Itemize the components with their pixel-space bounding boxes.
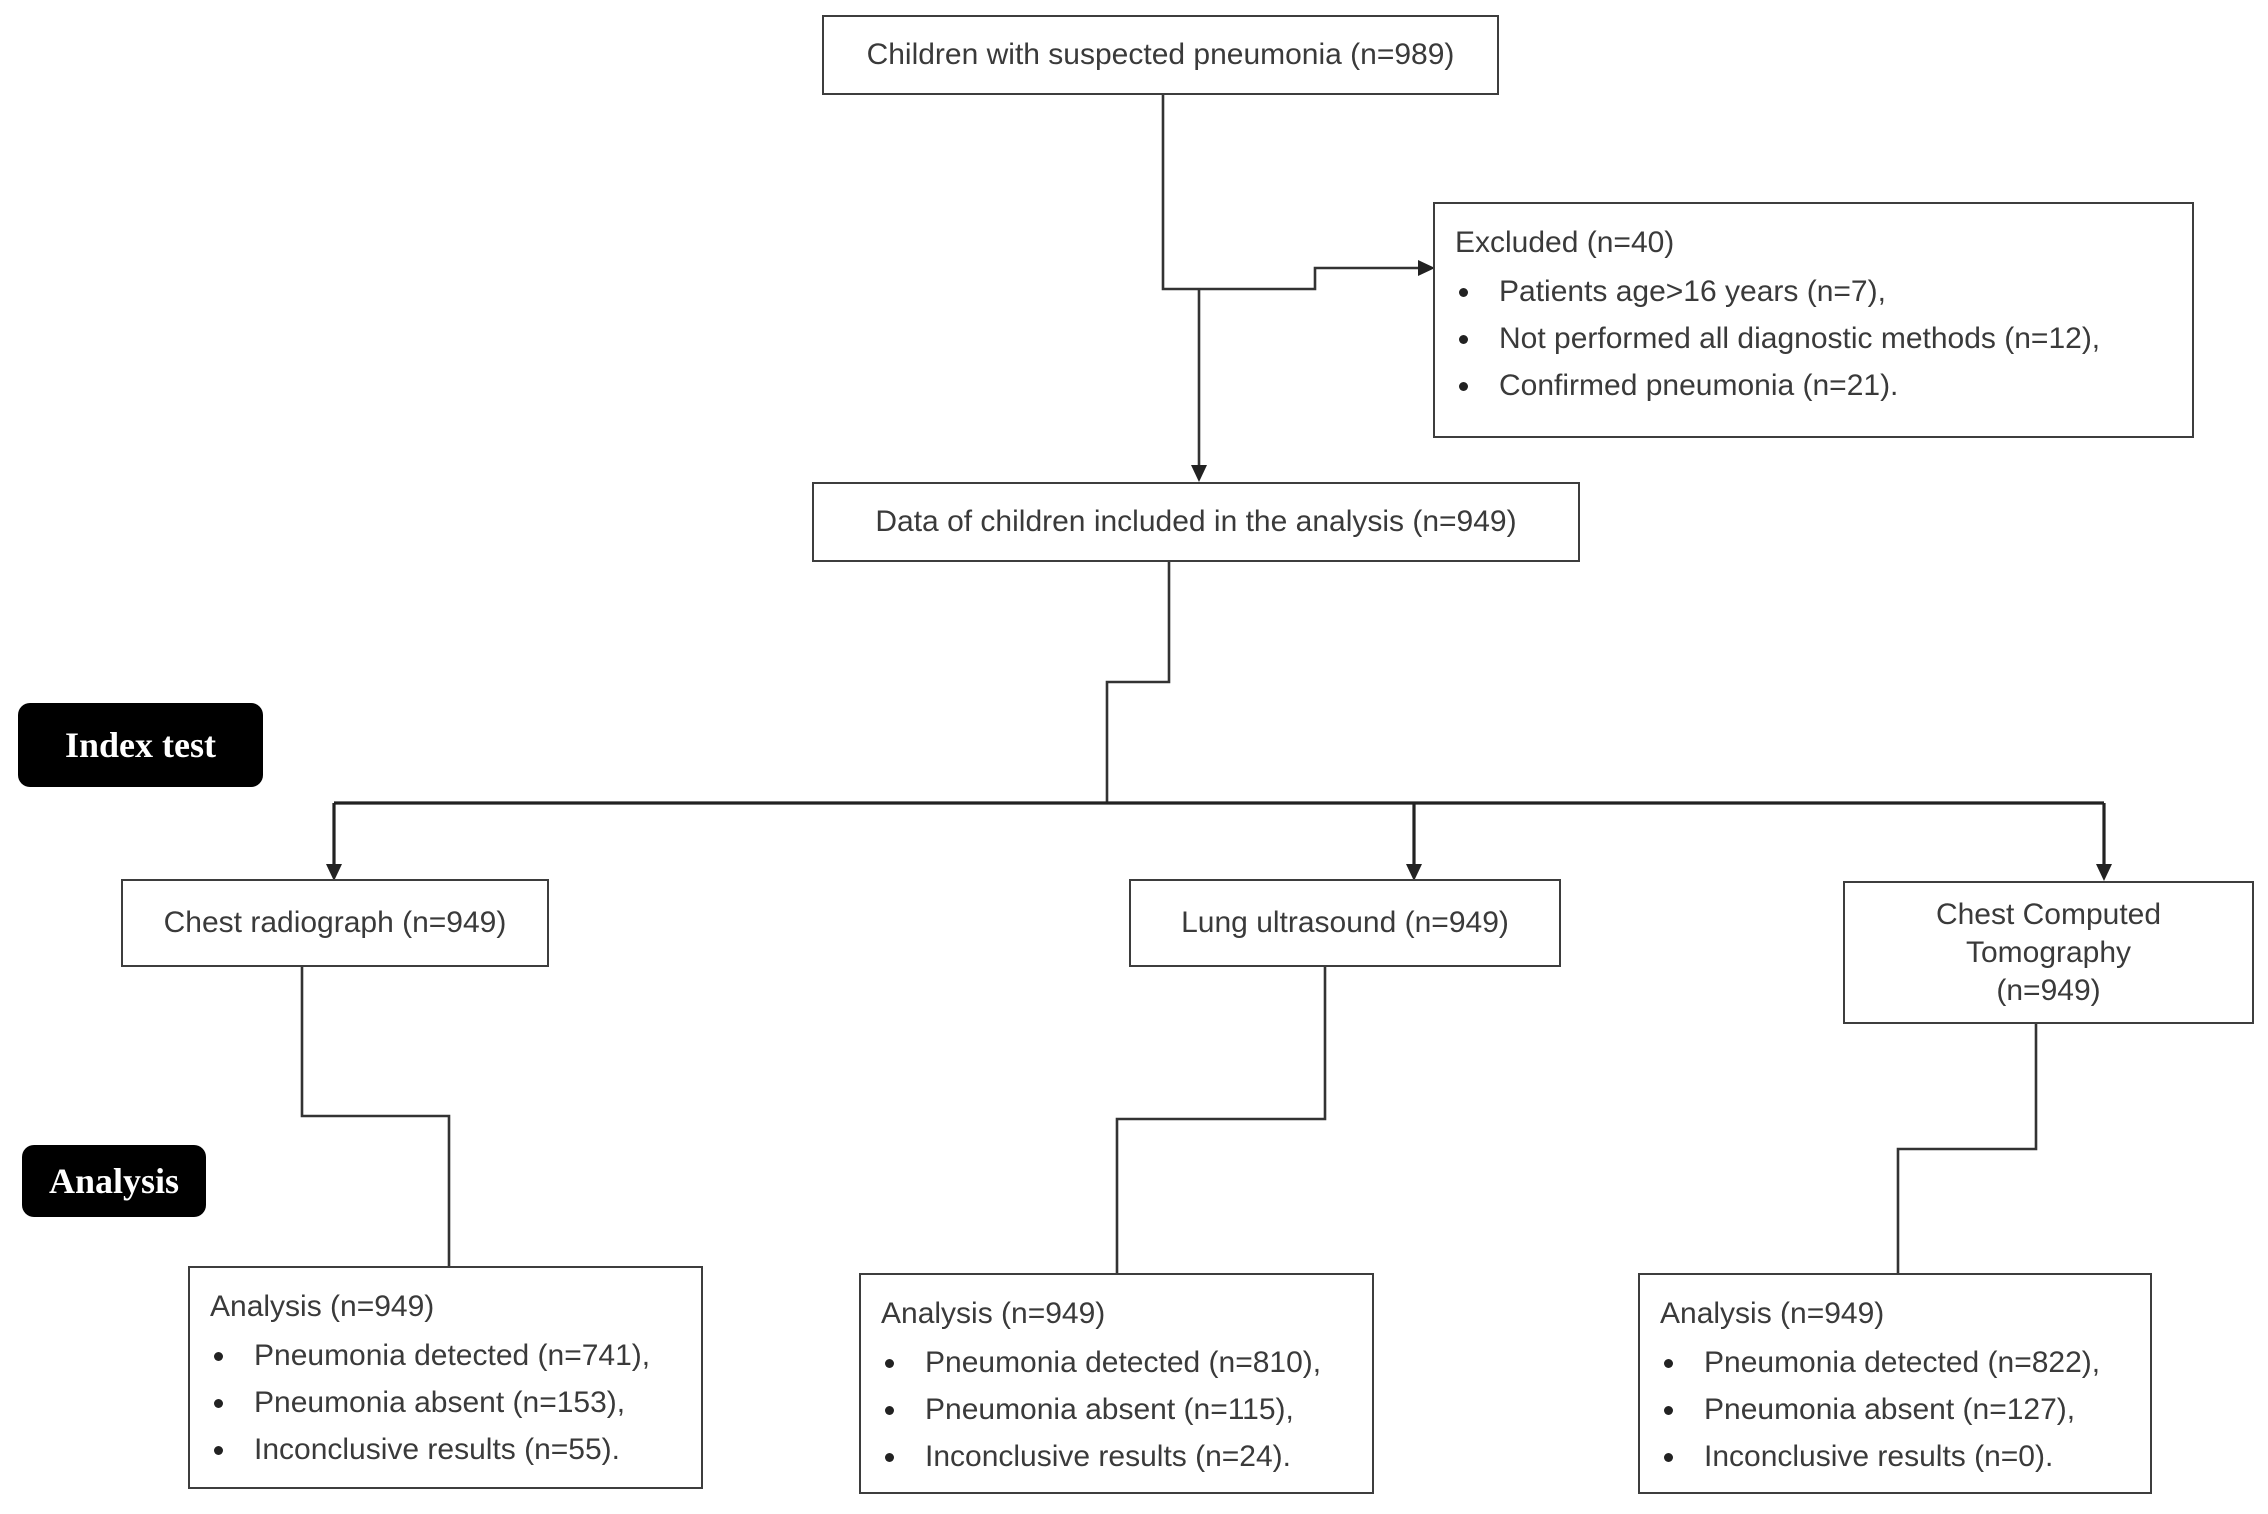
excluded-title: Excluded (n=40) [1455,226,1675,259]
analysis-label: Analysis [22,1145,206,1217]
connector-analysis-3 [1896,1023,2038,1274]
test-box-text: Chest Computed Tomography (n=949) [1935,897,2162,1007]
excluded-item: Not performed all diagnostic methods (n=… [1455,315,2192,362]
test-box-text: Lung ultrasound (n=949) [1181,906,1509,939]
analysis-item: Pneumonia absent (n=115), [881,1386,1372,1433]
test-box-lung-ultrasound: Lung ultrasound (n=949) [1129,879,1561,967]
included-box: Data of children included in the analysi… [812,482,1580,562]
analysis-title: Analysis (n=949) [881,1297,1106,1330]
analysis-list: Pneumonia detected (n=822), Pneumonia ab… [1660,1339,2150,1480]
test-box-chest-ct: Chest Computed Tomography (n=949) [1843,881,2254,1024]
excluded-item: Patients age>16 years (n=7), [1455,268,2192,315]
analysis-item: Pneumonia absent (n=127), [1660,1386,2150,1433]
connector-split [1105,561,1171,803]
analysis-list: Pneumonia detected (n=810), Pneumonia ab… [881,1339,1372,1480]
analysis-item: Pneumonia absent (n=153), [210,1379,701,1426]
analysis-list: Pneumonia detected (n=741), Pneumonia ab… [210,1332,701,1473]
test-box-text: Chest radiograph (n=949) [163,906,507,939]
arrow-radiograph [326,864,342,881]
start-box: Children with suspected pneumonia (n=989… [822,15,1499,95]
connector-excluded [1161,93,1420,291]
analysis-item: Pneumonia detected (n=810), [881,1339,1372,1386]
analysis-box-ultrasound: Analysis (n=949) Pneumonia detected (n=8… [859,1273,1374,1494]
connector-analysis-2 [1115,966,1327,1274]
arrow-excluded [1418,260,1435,276]
excluded-box: Excluded (n=40) Patients age>16 years (n… [1433,202,2194,438]
excluded-item: Confirmed pneumonia (n=21). [1455,362,2192,409]
analysis-item: Inconclusive results (n=24). [881,1433,1372,1480]
analysis-box-ct: Analysis (n=949) Pneumonia detected (n=8… [1638,1273,2152,1494]
analysis-title: Analysis (n=949) [1660,1297,1885,1330]
excluded-list: Patients age>16 years (n=7), Not perform… [1455,268,2192,409]
test-box-chest-radiograph: Chest radiograph (n=949) [121,879,549,967]
arrow-ct [2096,864,2112,881]
included-box-text: Data of children included in the analysi… [875,505,1517,538]
connector-analysis-1 [300,966,451,1268]
arrow-ultrasound [1406,864,1422,881]
start-box-text: Children with suspected pneumonia (n=989… [866,38,1455,71]
arrow-included [1191,465,1207,482]
analysis-box-radiograph: Analysis (n=949) Pneumonia detected (n=7… [188,1266,703,1489]
index-test-label: Index test [18,703,263,787]
analysis-item: Inconclusive results (n=55). [210,1426,701,1473]
analysis-title: Analysis (n=949) [210,1290,435,1323]
analysis-item: Inconclusive results (n=0). [1660,1433,2150,1480]
analysis-item: Pneumonia detected (n=822), [1660,1339,2150,1386]
analysis-item: Pneumonia detected (n=741), [210,1332,701,1379]
